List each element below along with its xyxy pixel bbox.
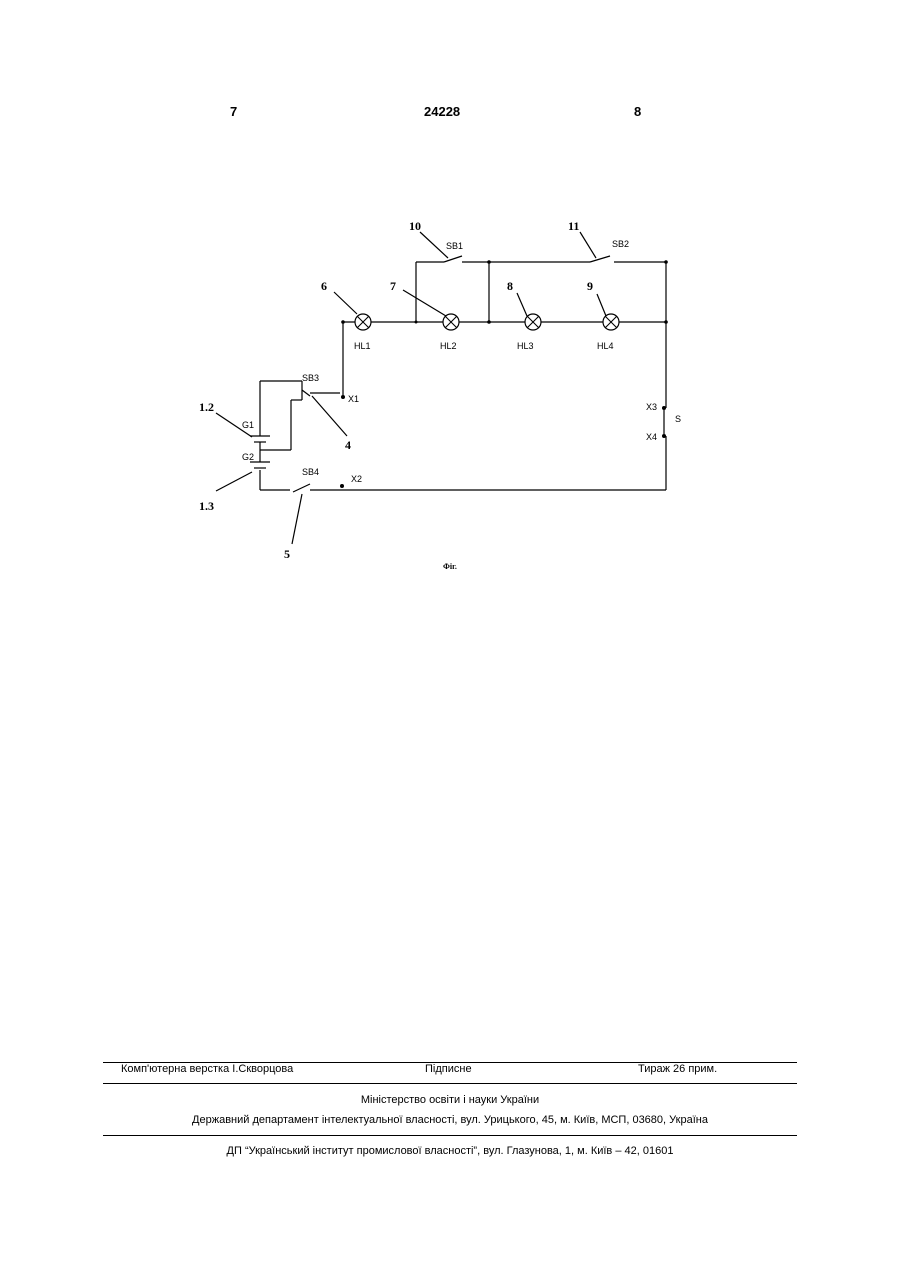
label-hl3: HL3 (517, 341, 534, 351)
ref-9: 9 (587, 279, 593, 293)
ref-11: 11 (568, 219, 579, 233)
circuit-diagram: 10 11 6 7 8 9 1.2 1.3 4 5 SB1 SB2 HL1 HL… (0, 0, 901, 600)
footer-department: Державний департамент інтелектуальної вл… (103, 1114, 797, 1126)
footer-compositor: Комп'ютерна верстка І.Скворцова (121, 1063, 293, 1075)
label-hl1: HL1 (354, 341, 371, 351)
ref-1-2: 1.2 (199, 400, 214, 414)
footer-circulation: Тираж 26 прим. (638, 1063, 717, 1075)
label-g2: G2 (242, 452, 254, 462)
footer-ministry: Міністерство освіти і науки України (103, 1094, 797, 1106)
ref-6: 6 (321, 279, 327, 293)
label-x2: X2 (351, 474, 362, 484)
label-s: S (675, 414, 681, 424)
footer-rule-bottom (103, 1135, 797, 1136)
label-sb4: SB4 (302, 467, 319, 477)
footer-institute: ДП “Український інститут промислової вла… (103, 1145, 797, 1157)
footer-rule-middle (103, 1083, 797, 1084)
label-hl4: HL4 (597, 341, 614, 351)
figure-caption: Фіг. (443, 562, 457, 571)
label-hl2: HL2 (440, 341, 457, 351)
ref-5: 5 (284, 547, 290, 561)
footer-signed: Підписне (425, 1063, 472, 1075)
label-x1: X1 (348, 394, 359, 404)
label-x4: X4 (646, 432, 657, 442)
ref-8: 8 (507, 279, 513, 293)
ref-10: 10 (409, 219, 421, 233)
label-g1: G1 (242, 420, 254, 430)
label-x3: X3 (646, 402, 657, 412)
label-sb1: SB1 (446, 241, 463, 251)
ref-1-3: 1.3 (199, 499, 214, 513)
ref-7: 7 (390, 279, 396, 293)
label-sb3: SB3 (302, 373, 319, 383)
ref-4: 4 (345, 438, 351, 452)
label-sb2: SB2 (612, 239, 629, 249)
